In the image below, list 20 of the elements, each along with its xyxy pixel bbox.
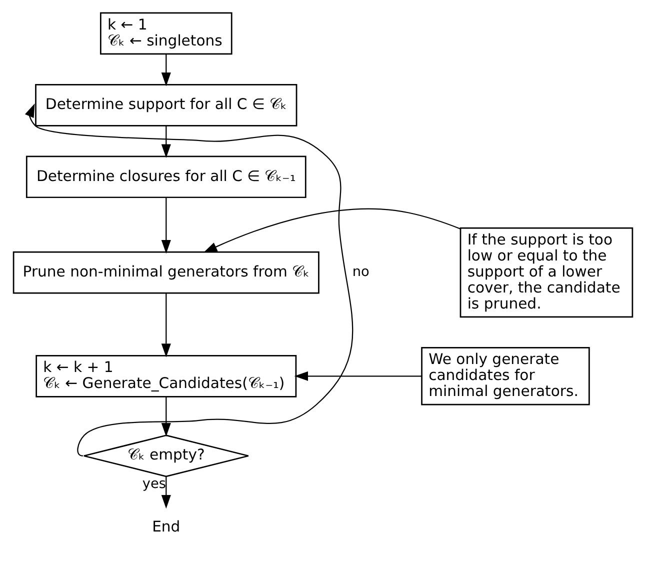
arrow xyxy=(161,54,171,86)
arrow xyxy=(203,208,461,253)
arrow xyxy=(161,396,171,437)
node-box: We only generate candidates for minimal generators. xyxy=(421,347,590,406)
node-box: k ← k + 1 𝒞ₖ ← Generate_Candidates(𝒞ₖ₋₁) xyxy=(36,354,297,398)
node-box: Prune non-minimal generators from 𝒞ₖ xyxy=(12,251,320,294)
node-text: End xyxy=(152,518,180,536)
arrow xyxy=(161,126,171,158)
node-diamond: 𝒞ₖ empty? xyxy=(83,434,250,478)
arrow xyxy=(24,104,354,456)
arrow xyxy=(161,476,171,509)
node-box: If the support is too low or equal to the support of a lower cover, the candidate is pruned. xyxy=(460,227,634,318)
arrow xyxy=(294,371,422,381)
edge-label: no xyxy=(352,264,370,280)
arrow xyxy=(161,293,171,358)
node-box: Determine closures for all C ∈ 𝒞ₖ₋₁ xyxy=(26,156,306,198)
arrow xyxy=(161,198,171,254)
edge-label: yes xyxy=(142,476,166,492)
node-box: k ← 1 𝒞ₖ ← singletons xyxy=(100,12,232,55)
node-box: Determine support for all C ∈ 𝒞ₖ xyxy=(35,84,298,126)
